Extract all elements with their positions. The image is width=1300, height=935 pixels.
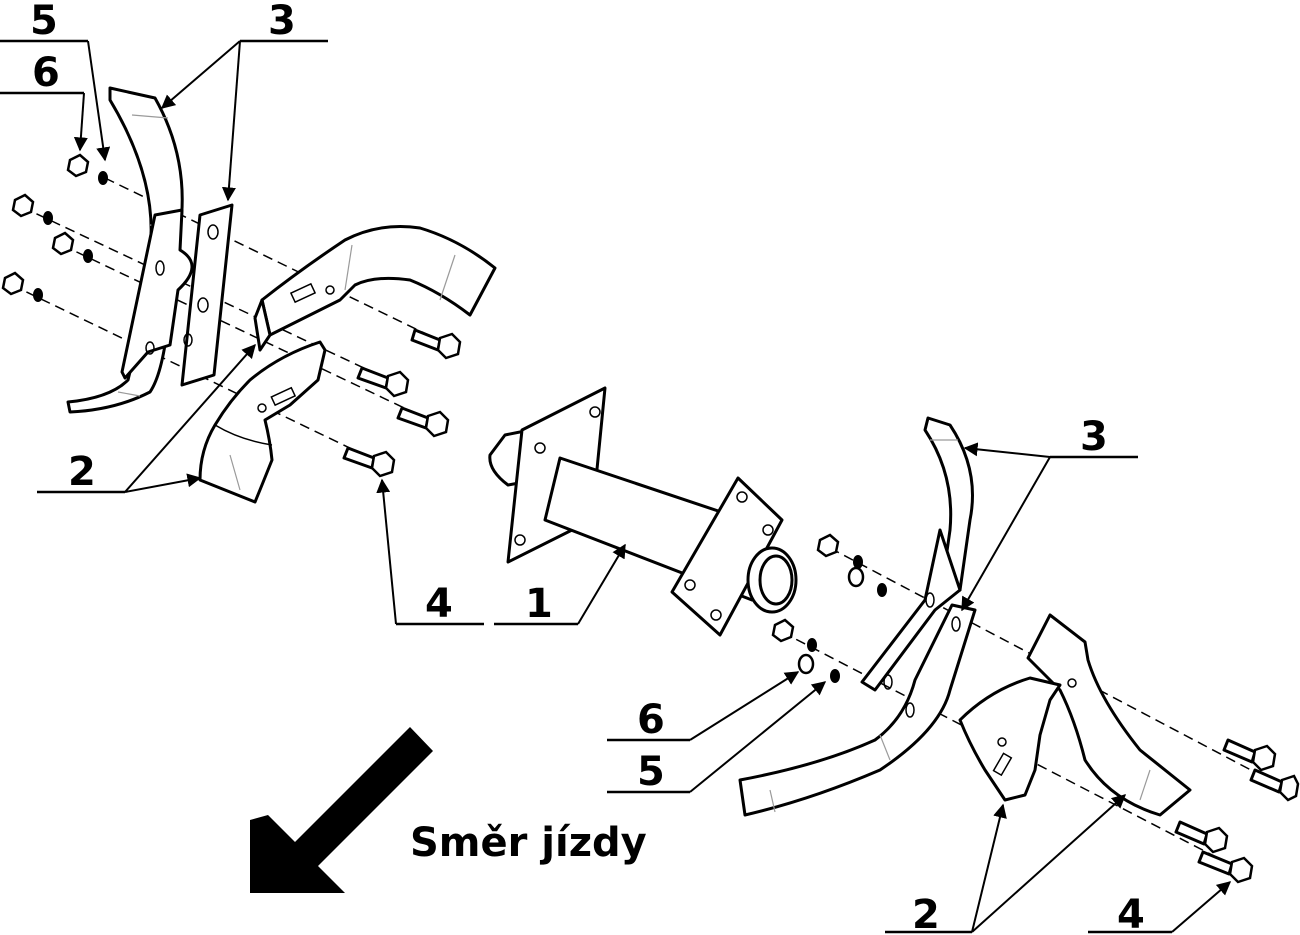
svg-text:5: 5 (30, 0, 58, 44)
svg-text:1: 1 (525, 581, 553, 627)
right-fasteners (771, 533, 887, 683)
svg-text:3: 3 (1080, 414, 1108, 460)
left-mounting-plate (120, 203, 234, 387)
central-shaft (488, 386, 798, 637)
callout-4-bottom: 4 (1088, 881, 1232, 935)
svg-text:6: 6 (32, 50, 60, 96)
callout-5-mid: 5 (607, 681, 827, 795)
right-lower-bent-blade (958, 676, 1062, 802)
svg-text:2: 2 (68, 449, 96, 495)
right-curved-blade (738, 416, 977, 817)
callout-1: 1 (494, 543, 626, 627)
direction-caption: Směr jízdy (410, 820, 647, 866)
arrow-down-left-icon (250, 727, 433, 893)
svg-text:3: 3 (268, 0, 296, 44)
left-upper-bent-blade (253, 225, 497, 352)
callout-4-mid: 4 (376, 478, 484, 627)
callout-2-left: 2 (37, 343, 256, 495)
callout-3-right: 3 (961, 414, 1138, 612)
svg-text:5: 5 (637, 749, 665, 795)
callout-6-mid: 6 (607, 671, 800, 743)
callout-3-top: 3 (160, 0, 328, 202)
callout-5-top-left: 5 (0, 0, 111, 162)
left-fasteners (1, 153, 108, 302)
callout-2-bottom: 2 (885, 794, 1127, 935)
direction-arrow (250, 727, 433, 893)
svg-text:4: 4 (425, 581, 453, 627)
right-bolts (1174, 738, 1300, 884)
right-upper-bent-blade (1026, 613, 1192, 817)
callout-6-top-left: 6 (0, 50, 88, 152)
svg-text:4: 4 (1117, 892, 1145, 935)
left-bolts (342, 328, 462, 478)
svg-text:2: 2 (912, 892, 940, 935)
left-lower-bent-blade (198, 340, 327, 504)
svg-text:6: 6 (637, 697, 665, 743)
